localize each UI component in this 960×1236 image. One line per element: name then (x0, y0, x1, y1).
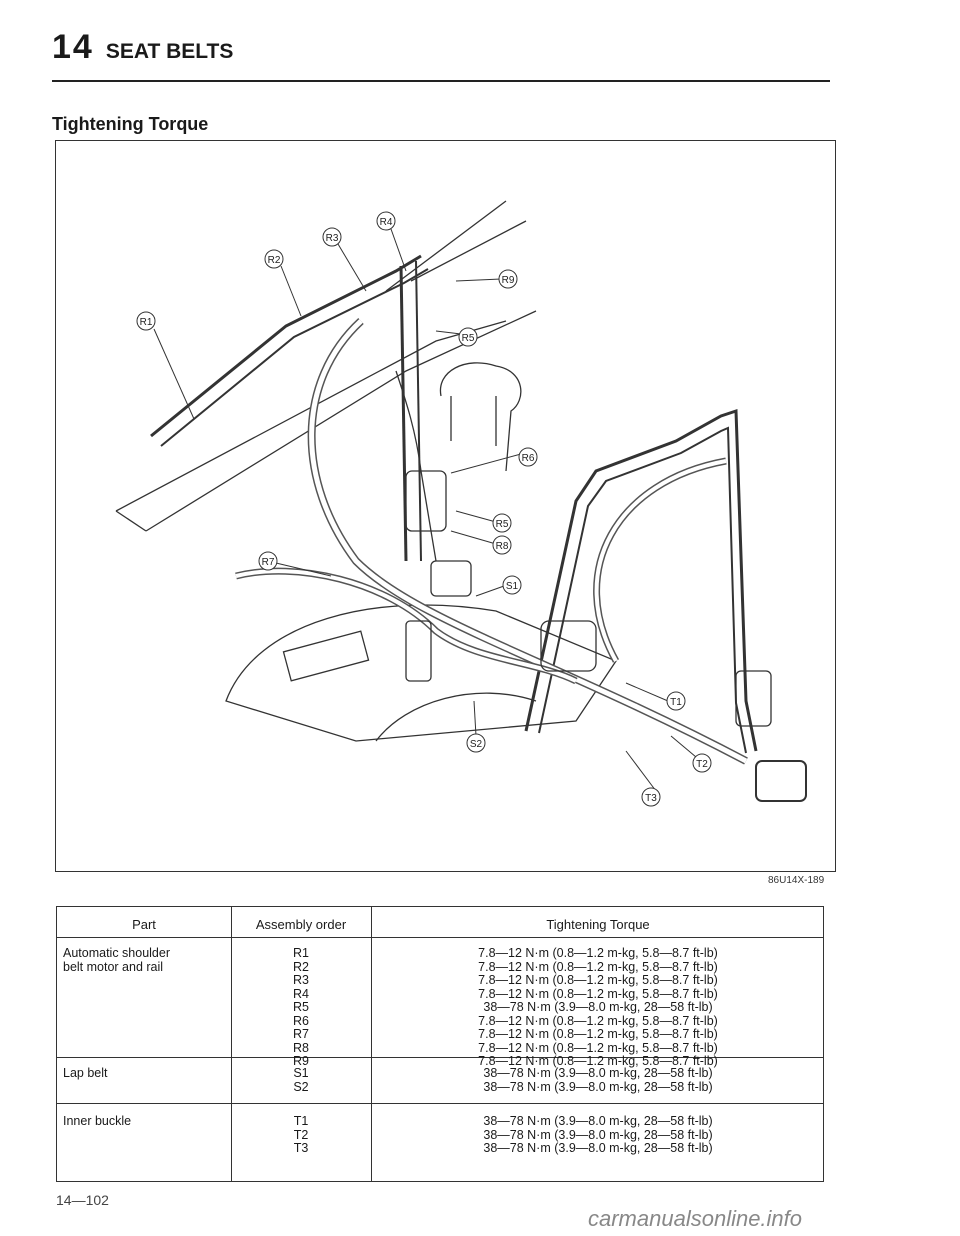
table-group-divider (57, 1103, 823, 1104)
svg-text:S1: S1 (506, 581, 519, 592)
torque-cell: 38—78 N·m (3.9—8.0 m-kg, 28—58 ft-lb)38—… (483, 1066, 713, 1094)
part-cell: Lap belt (63, 1066, 108, 1080)
svg-text:T1: T1 (670, 697, 682, 708)
torque-cell: 38—78 N·m (3.9—8.0 m-kg, 28—58 ft-lb)38—… (483, 1114, 713, 1155)
svg-text:R3: R3 (326, 233, 339, 244)
torque-table: Part Assembly order Tightening Torque Au… (56, 906, 824, 1182)
chapter-title: SEAT BELTS (105, 40, 234, 63)
svg-text:T2: T2 (696, 759, 708, 770)
page-number: 14—102 (56, 1192, 109, 1208)
svg-text:R7: R7 (262, 557, 275, 568)
section-title: Tightening Torque (52, 114, 209, 134)
table-col-divider (371, 907, 372, 1181)
col-header-part: Part (132, 917, 156, 932)
part-cell: Inner buckle (63, 1114, 132, 1128)
chapter-number: 14 (52, 28, 94, 66)
table-col-divider (231, 907, 232, 1181)
watermark[interactable]: carmanualsonline.info (588, 1206, 803, 1231)
header-rule (52, 80, 830, 82)
svg-text:R8: R8 (496, 541, 509, 552)
callout-r1-label: R1 (140, 317, 153, 328)
torque-cell: 7.8—12 N·m (0.8—1.2 m-kg, 5.8—8.7 ft-lb)… (478, 946, 718, 1068)
svg-text:R9: R9 (502, 275, 515, 286)
table-header-divider (57, 937, 823, 938)
svg-text:R2: R2 (268, 255, 281, 266)
part-cell: Automatic shoulder belt motor and rail (63, 946, 171, 974)
svg-text:R5: R5 (496, 519, 509, 530)
page-header: 14 SEAT BELTS (52, 28, 233, 67)
figure-frame: R1 R2 R3 R4 R5 R9 R6 R5 R8 R7 S1 S2 T1 T… (55, 140, 836, 872)
svg-text:R6: R6 (522, 453, 535, 464)
col-header-order: Assembly order (255, 917, 347, 932)
col-header-torque: Tightening Torque (546, 917, 650, 932)
svg-text:T3: T3 (645, 793, 657, 804)
figure-code: 86U14X-189 (768, 875, 825, 886)
svg-text:S2: S2 (470, 739, 483, 750)
seat-belt-assembly-diagram: R1 R2 R3 R4 R5 R9 R6 R5 R8 R7 S1 S2 T1 T… (115, 200, 807, 807)
table-group-divider (57, 1057, 823, 1058)
svg-text:R5: R5 (462, 333, 475, 344)
svg-text:R4: R4 (380, 217, 393, 228)
